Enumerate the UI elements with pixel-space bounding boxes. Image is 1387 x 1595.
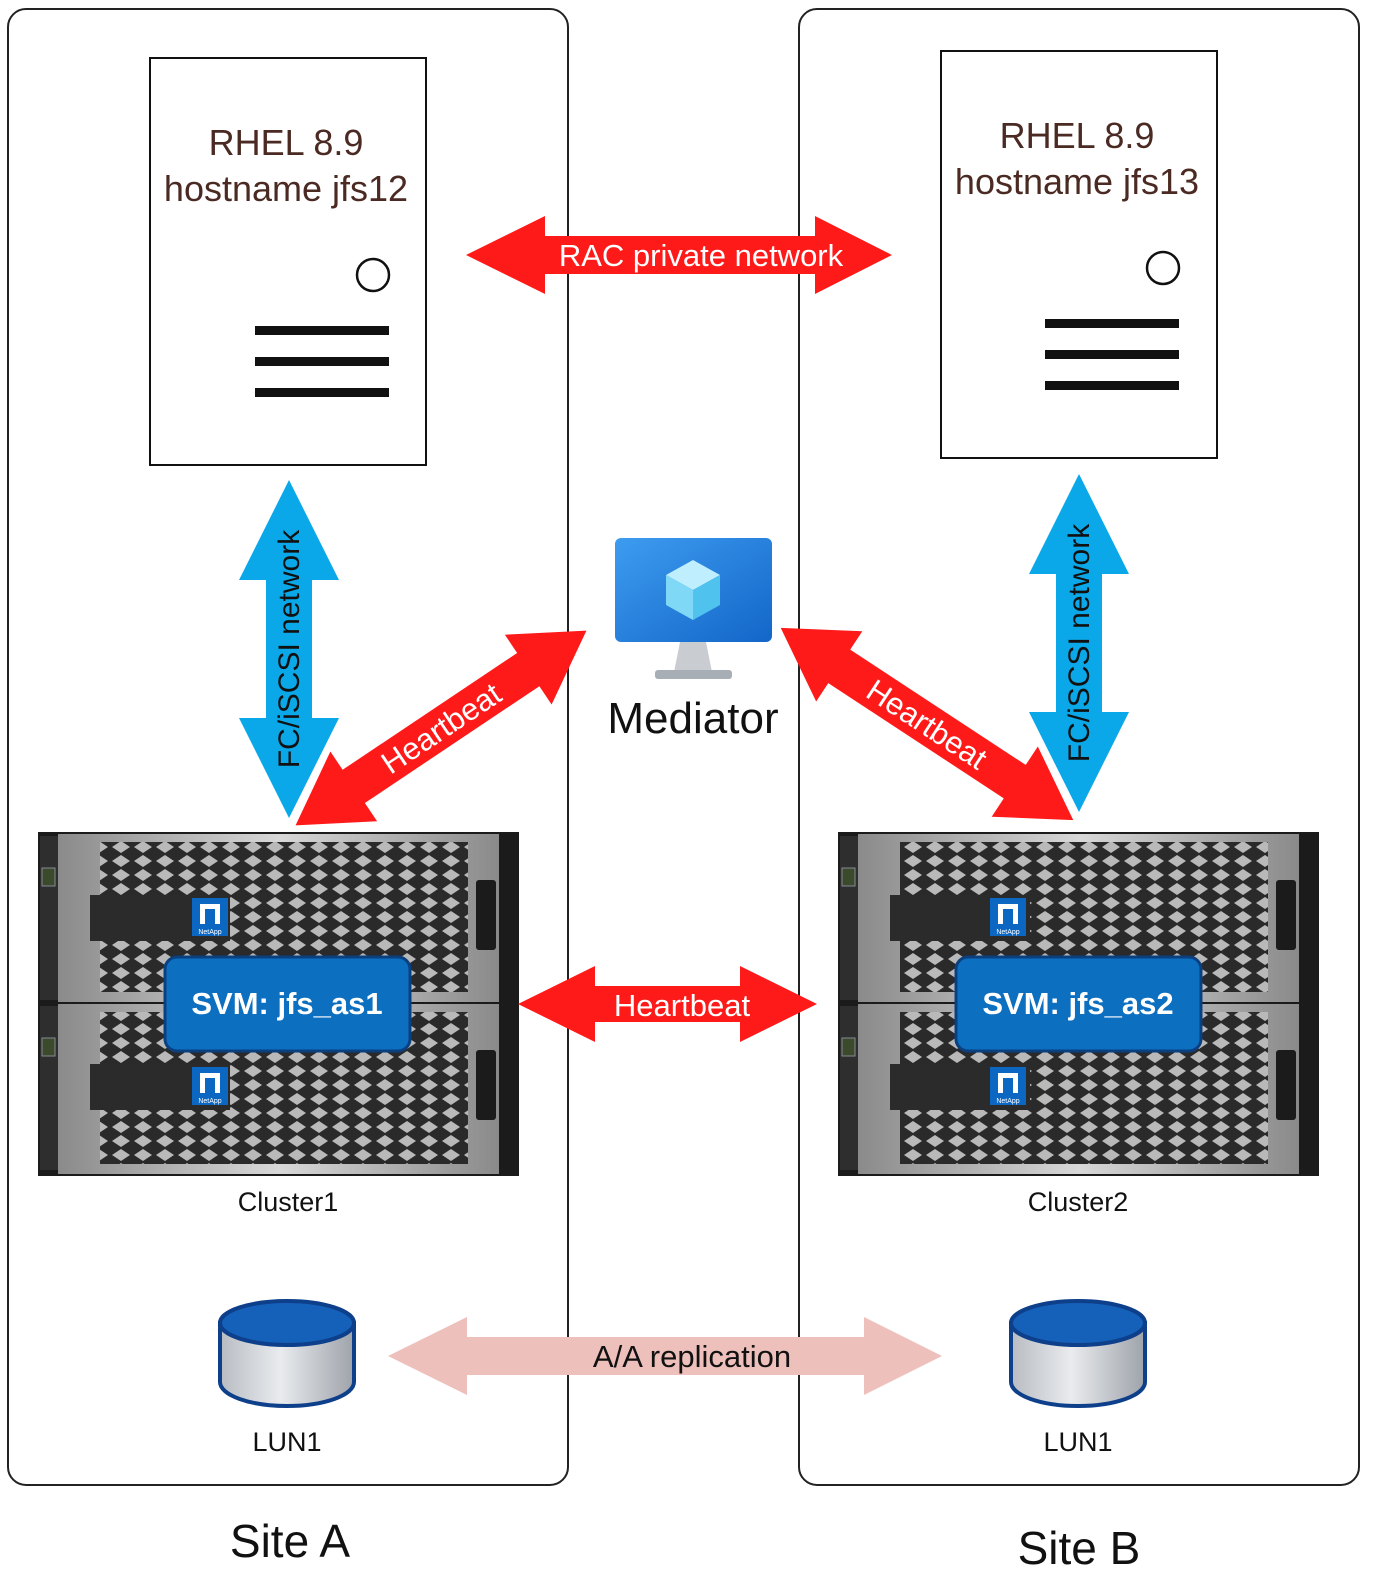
host-server-a: RHEL 8.9 hostname jfs12 <box>149 57 427 466</box>
netapp-logo-icon: NetApp <box>192 1067 228 1105</box>
cluster-label-a: Cluster1 <box>238 1187 339 1217</box>
fc-iscsi-arrow-b: FC/iSCSI network <box>1029 474 1129 812</box>
lun-disk-icon <box>218 1299 356 1408</box>
site-b-container <box>798 8 1360 1486</box>
netapp-logo-icon: NetApp <box>990 1067 1026 1105</box>
cluster-heartbeat-arrow: Heartbeat <box>518 966 817 1042</box>
site-a-label: Site A <box>230 1515 351 1567</box>
power-button-icon <box>355 257 391 293</box>
site-a-container <box>7 8 569 1486</box>
host-a-hostname: hostname jfs12 <box>164 168 408 209</box>
storage-cluster-a: NetApp NetApp SVM: jfs_as1 <box>38 832 519 1176</box>
host-server-b: RHEL 8.9 hostname jfs13 <box>940 50 1218 459</box>
svg-text:NetApp: NetApp <box>198 1098 221 1105</box>
lun-label-b: LUN1 <box>1043 1427 1112 1457</box>
heartbeat-label-b: Heartbeat <box>860 672 993 776</box>
site-b-label: Site B <box>1018 1522 1141 1574</box>
svg-text:NetApp: NetApp <box>198 929 221 936</box>
netapp-logo-icon: NetApp <box>990 898 1026 936</box>
lun-disk-icon <box>1009 1299 1147 1408</box>
svm-box-a <box>163 955 412 1053</box>
mediator-monitor-icon <box>615 538 772 679</box>
svm-label-b: SVM: jfs_as2 <box>982 986 1173 1021</box>
power-button-icon <box>1145 250 1181 286</box>
fc-iscsi-label-b: FC/iSCSI network <box>1063 523 1096 762</box>
lun-label-a: LUN1 <box>252 1427 321 1457</box>
storage-cluster-b: NetApp NetApp SVM: jfs_as2 <box>838 832 1319 1176</box>
fc-iscsi-arrow-a: FC/iSCSI network <box>239 480 339 818</box>
cluster-label-b: Cluster2 <box>1028 1187 1129 1217</box>
rac-network-label: RAC private network <box>559 238 844 273</box>
svg-text:NetApp: NetApp <box>996 1098 1019 1105</box>
netapp-logo-icon: NetApp <box>192 898 228 936</box>
rac-private-network-arrow: RAC private network <box>466 216 892 294</box>
svm-label-a: SVM: jfs_as1 <box>191 986 382 1021</box>
host-a-os: RHEL 8.9 <box>209 122 364 163</box>
host-b-hostname: hostname jfs13 <box>955 161 1199 202</box>
heartbeat-label-a: Heartbeat <box>375 676 508 781</box>
svm-box-b <box>954 955 1203 1053</box>
svg-text:NetApp: NetApp <box>996 929 1019 936</box>
mediator-label: Mediator <box>607 694 778 743</box>
host-b-os: RHEL 8.9 <box>1000 115 1155 156</box>
drive-bays-icon <box>255 326 389 397</box>
cluster-heartbeat-label: Heartbeat <box>614 988 751 1023</box>
replication-label: A/A replication <box>593 1339 791 1374</box>
drive-bays-icon <box>1045 319 1179 390</box>
fc-iscsi-label-a: FC/iSCSI network <box>273 529 306 768</box>
mediator: Mediator <box>607 538 779 743</box>
replication-arrow: A/A replication <box>388 1317 942 1395</box>
